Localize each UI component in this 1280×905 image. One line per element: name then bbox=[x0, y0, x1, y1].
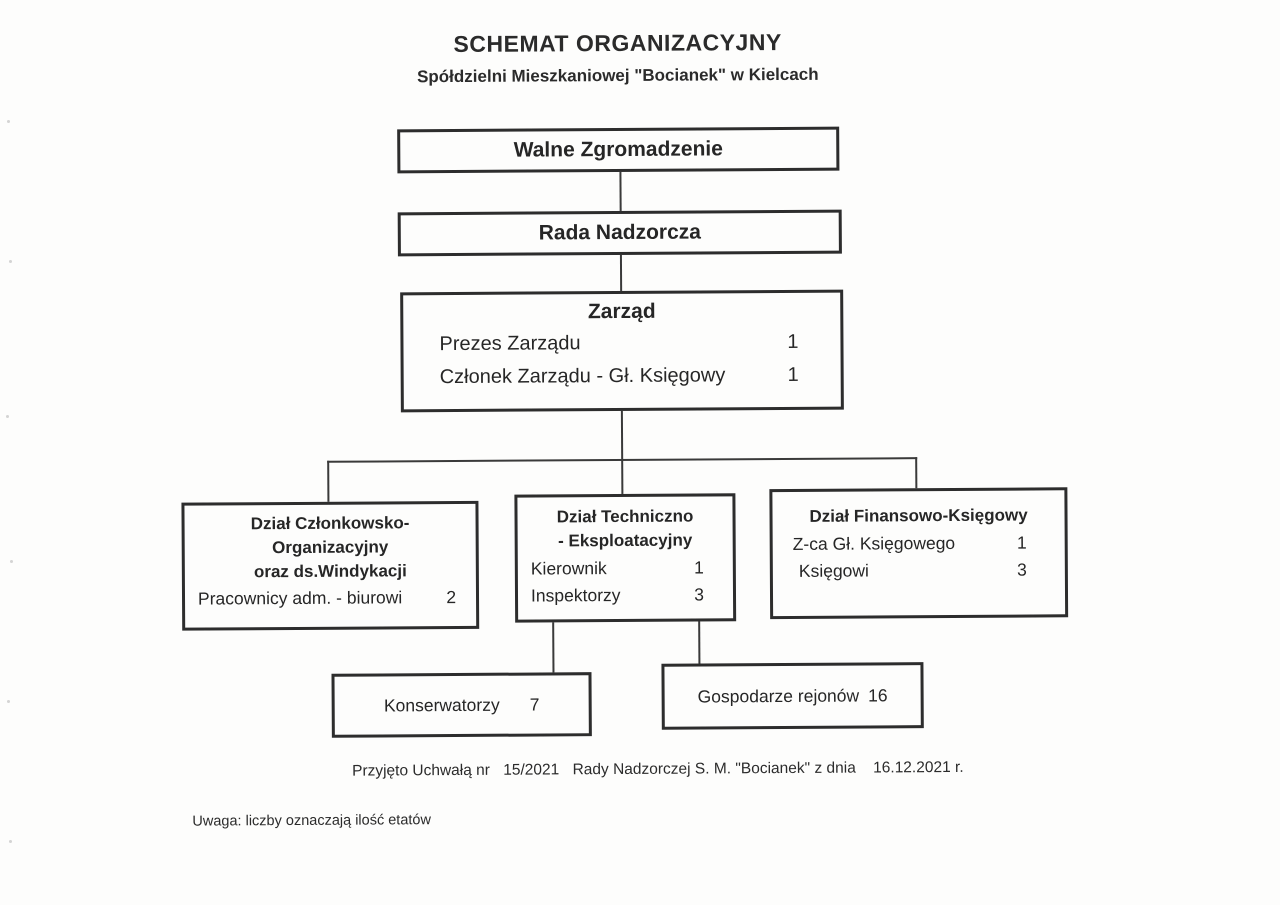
resolution-date: 16.12.2021 r. bbox=[873, 758, 964, 777]
staff-row: Prezes Zarządu 1 bbox=[403, 326, 840, 362]
connector-drop-right bbox=[915, 457, 918, 490]
staff-role: Księgowi bbox=[798, 560, 869, 581]
staff-role: Prezes Zarządu bbox=[439, 332, 581, 356]
staff-row: Inspektorzy 3 bbox=[518, 581, 733, 609]
staff-row: Z-ca Gł. Księgowego 1 bbox=[773, 527, 1065, 558]
legend-note: Uwaga: liczby oznaczają ilość etatów bbox=[192, 812, 431, 830]
staff-count: 1 bbox=[787, 330, 799, 353]
node-title: Dział Finansowo-Księgowy bbox=[809, 505, 1028, 526]
staff-role: Inspektorzy bbox=[530, 585, 621, 606]
resolution-prefix: Przyjęto Uchwałą nr bbox=[352, 761, 490, 780]
staff-role: Gospodarze rejonów bbox=[697, 685, 860, 707]
node-konserwatorzy: Konserwatorzy 7 bbox=[331, 672, 592, 738]
staff-count: 3 bbox=[694, 584, 705, 605]
staff-row: Konserwatorzy 7 bbox=[335, 675, 589, 735]
node-title-line: Organizacyjny bbox=[272, 537, 389, 558]
staff-row: Pracownicy adm. - biurowi 2 bbox=[185, 583, 476, 612]
connector-drop-middle bbox=[621, 458, 624, 495]
resolution-number: 15/2021 bbox=[503, 761, 560, 779]
staff-role: Z-ca Gł. Księgowego bbox=[792, 532, 956, 554]
node-gospodarze-rejonow: Gospodarze rejonów 16 bbox=[661, 662, 924, 730]
staff-count: 1 bbox=[694, 557, 704, 578]
staff-row: Księgowi 3 bbox=[773, 556, 1065, 585]
scan-speck bbox=[10, 560, 13, 563]
staff-count: 16 bbox=[868, 684, 888, 705]
node-title: Zarząd bbox=[587, 299, 656, 324]
node-title-line: oraz ds.Windykacji bbox=[253, 561, 407, 582]
connector-walne-rada bbox=[619, 170, 622, 212]
node-walne-zgromadzenie: Walne Zgromadzenie bbox=[397, 126, 840, 174]
staff-role: Pracownicy adm. - biurowi bbox=[197, 587, 403, 609]
staff-count: 1 bbox=[1016, 532, 1027, 553]
node-zarzad: Zarząd Prezes Zarządu 1 Członek Zarządu … bbox=[400, 289, 844, 413]
connector-techniczno-gospodarze bbox=[698, 619, 701, 665]
connector-zarzad-down bbox=[620, 409, 624, 460]
scan-speck bbox=[9, 260, 12, 263]
scan-speck bbox=[7, 120, 10, 123]
page-title: SCHEMAT ORGANIZACYJNY bbox=[453, 29, 782, 58]
staff-count: 1 bbox=[787, 363, 799, 386]
scan-speck bbox=[6, 415, 9, 418]
resolution-note: Przyjęto Uchwałą nr 15/2021 Rady Nadzorc… bbox=[352, 759, 1012, 781]
staff-row: Członek Zarządu - Gł. Księgowy 1 bbox=[404, 359, 841, 395]
scan-speck bbox=[9, 840, 12, 843]
node-dzial-czlonkowsko: Dział Członkowsko- Organizacyjny oraz ds… bbox=[181, 500, 480, 631]
node-rada-nadzorcza: Rada Nadzorcza bbox=[397, 209, 842, 257]
connector-techniczno-konserwatorzy bbox=[552, 620, 555, 674]
node-label: Walne Zgromadzenie bbox=[513, 137, 723, 162]
connector-drop-left bbox=[327, 460, 330, 503]
node-title-line: - Eksploatacyjny bbox=[558, 530, 693, 551]
staff-role: Konserwatorzy bbox=[383, 694, 500, 715]
staff-count: 3 bbox=[1017, 559, 1027, 580]
connector-rada-zarzad bbox=[619, 253, 623, 292]
staff-role: Członek Zarządu - Gł. Księgowy bbox=[439, 364, 726, 389]
node-title-line: Dział Członkowsko- bbox=[250, 513, 410, 534]
node-label: Rada Nadzorcza bbox=[538, 220, 701, 245]
node-title-line: Dział Techniczno bbox=[556, 506, 694, 527]
staff-row: Kierownik 1 bbox=[518, 552, 733, 582]
staff-count: 7 bbox=[529, 693, 540, 715]
staff-role: Kierownik bbox=[530, 558, 607, 579]
page-subtitle: Spółdzielni Mieszkaniowej "Bocianek" w K… bbox=[416, 64, 819, 87]
staff-row: Gospodarze rejonów 16 bbox=[664, 665, 920, 727]
scan-speck bbox=[7, 700, 10, 703]
resolution-middle: Rady Nadzorczej S. M. "Bocianek" z dnia bbox=[572, 759, 856, 779]
node-dzial-techniczno: Dział Techniczno - Eksploatacyjny Kierow… bbox=[514, 493, 737, 623]
node-dzial-finansowo: Dział Finansowo-Księgowy Z-ca Gł. Księgo… bbox=[769, 487, 1069, 620]
staff-count: 2 bbox=[446, 587, 457, 608]
